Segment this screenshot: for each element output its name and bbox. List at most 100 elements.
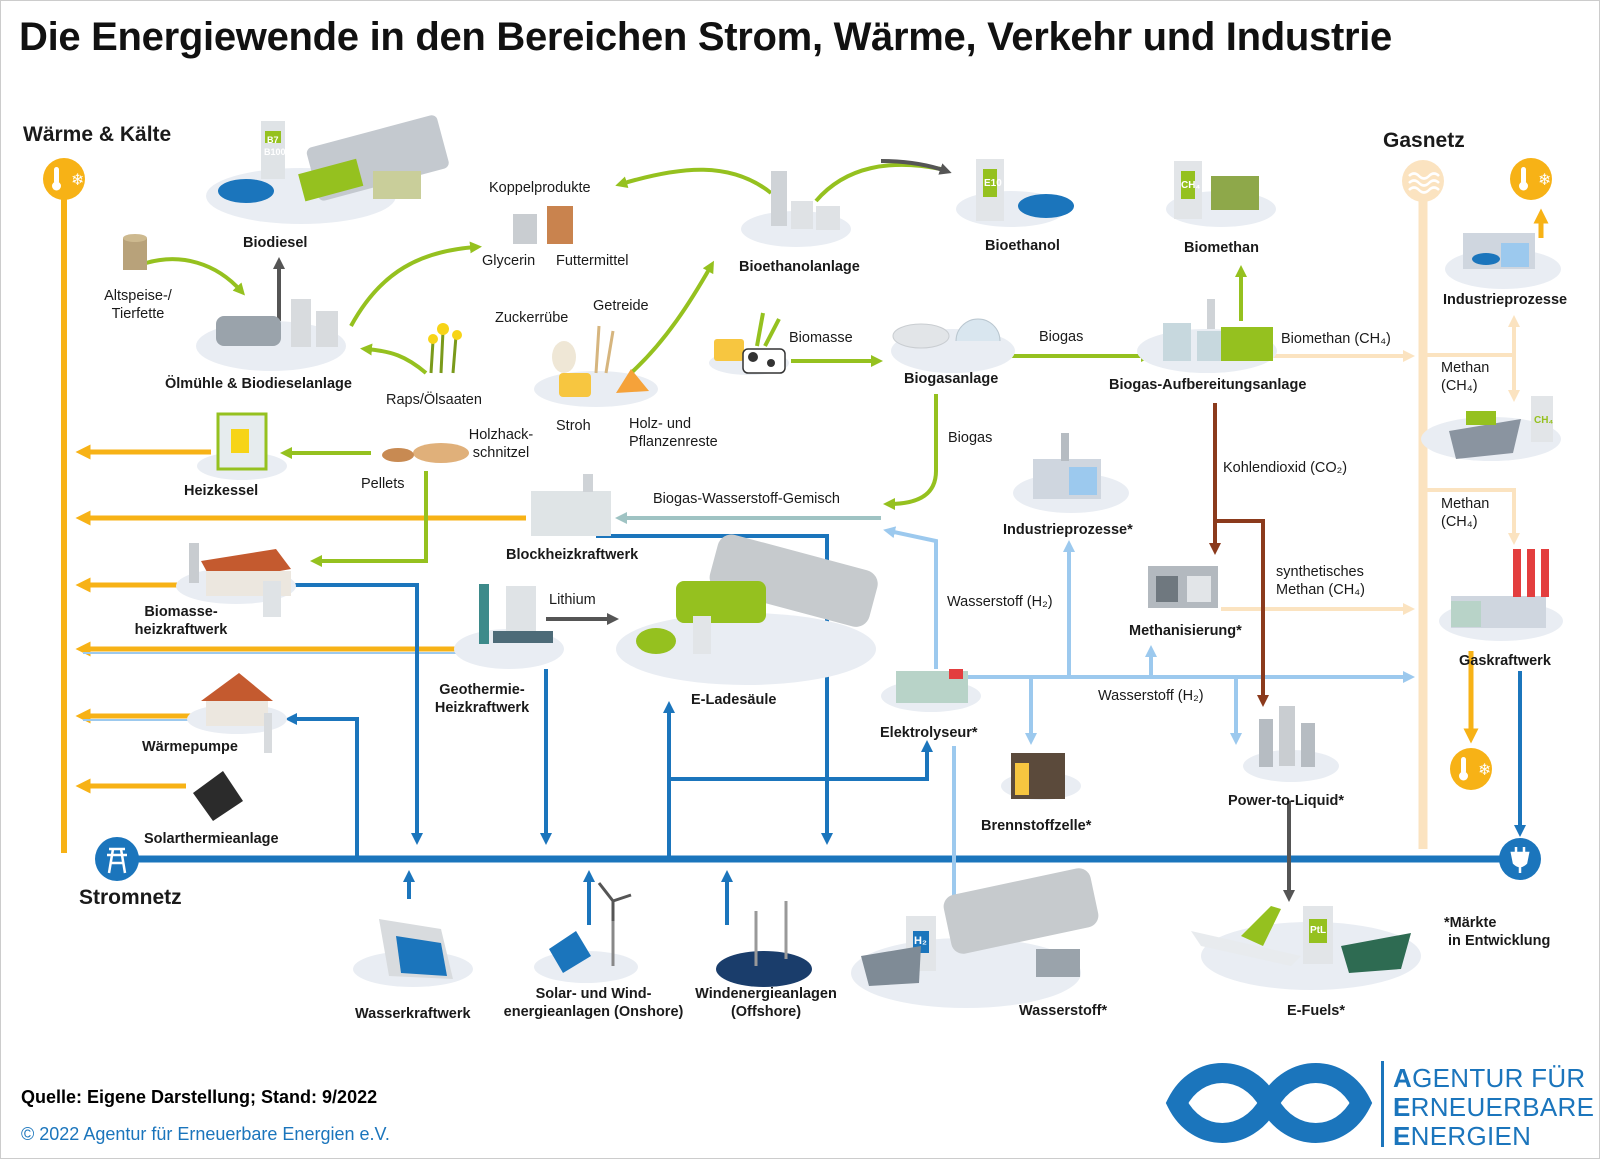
biogasanlage-illustration bbox=[891, 318, 1015, 373]
label-oelmuehle: Ölmühle & Biodieselanlage bbox=[165, 376, 352, 392]
arrow-power-elektrolyseur bbox=[669, 740, 933, 781]
label-gaskraftwerk: Gaskraftwerk bbox=[1459, 653, 1551, 669]
label-koppelprodukte: Koppelprodukte bbox=[489, 180, 591, 196]
label-solarthermie: Solarthermieanlage bbox=[144, 831, 279, 847]
gas-arrows bbox=[1221, 315, 1520, 615]
heat-cold-icon: ❄ bbox=[1450, 748, 1492, 790]
label-waermepumpe: Wärmepumpe bbox=[142, 739, 238, 755]
arrow-h2-bhkw bbox=[883, 526, 938, 669]
label-methanisierung: Methanisierung* bbox=[1129, 623, 1242, 639]
wasserstoff-sink-illustration bbox=[851, 868, 1099, 1008]
bhkw-illustration bbox=[531, 474, 611, 536]
label-ptl-pump: PtL bbox=[1310, 925, 1327, 936]
arrow-biogas-bhkw bbox=[883, 394, 938, 510]
raps-plant-icon bbox=[428, 323, 462, 374]
arrow-bioethanolanlage-bioethanol bbox=[880, 159, 952, 175]
label-maerkte: *Märkte in Entwicklung bbox=[1444, 915, 1551, 949]
label-efuels: E-Fuels* bbox=[1287, 1003, 1346, 1019]
ship-ch4-illustration bbox=[1421, 396, 1561, 461]
biomass-arrows bbox=[145, 167, 1247, 567]
arrow-raps-oelmuehle bbox=[360, 343, 428, 375]
arrow-oelmuehle-glycerin bbox=[349, 241, 482, 327]
solarthermie-illustration bbox=[193, 771, 243, 821]
gas-network-icon bbox=[1402, 160, 1444, 202]
label-bioethanolanlage: Bioethanolanlage bbox=[739, 259, 860, 275]
section-label-heat: Wärme & Kälte bbox=[23, 123, 172, 146]
onshore-illustration bbox=[534, 882, 638, 983]
biodiesel-illustration bbox=[206, 115, 449, 224]
label-holzhack: Holzhack-schnitzel bbox=[468, 427, 534, 461]
label-b7: B7 bbox=[267, 135, 279, 145]
label-methan-1: Methan(CH₄) bbox=[1441, 360, 1490, 394]
label-wasserkraftwerk: Wasserkraftwerk bbox=[355, 1006, 471, 1022]
label-biodiesel: Biodiesel bbox=[243, 235, 308, 251]
label-wasserstoff-sink: Wasserstoff* bbox=[1019, 1003, 1108, 1019]
svg-text:❄: ❄ bbox=[1478, 760, 1491, 779]
label-pellets: Pellets bbox=[361, 476, 405, 492]
arrow-altspeise-oelmuehle bbox=[145, 257, 245, 296]
label-elektrolyseur: Elektrolyseur* bbox=[880, 725, 978, 741]
label-biogas-1: Biogas bbox=[1039, 329, 1084, 345]
arrow-co2-ptl bbox=[1215, 519, 1269, 707]
heat-cold-icon: ❄ bbox=[1510, 158, 1552, 200]
arrow-rohstoffe-bioethanol bbox=[629, 260, 714, 375]
label-altspeise: Altspeise-/Tierfette bbox=[104, 288, 172, 322]
arrow-holzhack-biomassehkw bbox=[310, 471, 428, 567]
label-heizkessel: Heizkessel bbox=[184, 483, 259, 499]
label-brennstoffzelle: Brennstoffzelle* bbox=[981, 818, 1092, 834]
power-to-liquid-illustration bbox=[1243, 706, 1339, 782]
hydrogen-arrows bbox=[883, 526, 1415, 912]
industrie-h2-illustration bbox=[1013, 433, 1129, 513]
label-e10: E10 bbox=[984, 178, 1002, 189]
label-e-ladesaeule: E-Ladesäule bbox=[691, 692, 777, 708]
label-biomasse-hkw: Biomasse-heizkraftwerk bbox=[134, 604, 228, 638]
label-zuckerruebe: Zuckerrübe bbox=[495, 310, 569, 326]
label-stroh: Stroh bbox=[556, 418, 591, 434]
svg-text:❄: ❄ bbox=[71, 170, 84, 189]
plug-icon bbox=[1499, 838, 1541, 880]
footer-source: Quelle: Eigene Darstellung; Stand: 9/202… bbox=[21, 1087, 378, 1107]
section-label-power: Stromnetz bbox=[79, 886, 182, 909]
label-h2-pump: H₂ bbox=[914, 935, 927, 947]
crops-illustration bbox=[534, 325, 658, 407]
label-power-to-liquid: Power-to-Liquid* bbox=[1228, 793, 1344, 809]
gaskraftwerk-illustration bbox=[1439, 549, 1563, 641]
geothermie-illustration bbox=[454, 584, 564, 669]
label-wasserstoff-1: Wasserstoff (H₂) bbox=[947, 594, 1053, 610]
oelmuehle-illustration bbox=[196, 299, 346, 371]
label-industrieprozesse-h2: Industrieprozesse* bbox=[1003, 522, 1133, 538]
bioethanolanlage-illustration bbox=[741, 171, 851, 247]
arrow-bioethanol-koppelprodukte bbox=[615, 167, 773, 195]
altspeise-barrel-icon bbox=[123, 234, 147, 270]
holzhack-pellets-icon bbox=[382, 443, 469, 463]
biomasse-hkw-illustration bbox=[176, 543, 296, 617]
label-biogas-2: Biogas bbox=[948, 430, 993, 446]
label-raps: Raps/Ölsaaten bbox=[386, 392, 482, 408]
efuels-illustration bbox=[1191, 906, 1421, 990]
bioethanol-illustration bbox=[956, 159, 1074, 227]
label-biogasanlage: Biogasanlage bbox=[904, 371, 999, 387]
biomethan-illustration bbox=[1166, 161, 1276, 227]
arrow-biomassehkw-power bbox=[291, 583, 423, 845]
heat-cold-icon: ❄ bbox=[43, 158, 85, 200]
label-lithium: Lithium bbox=[549, 592, 596, 608]
label-bioethanol: Bioethanol bbox=[985, 238, 1060, 254]
svg-text:❄: ❄ bbox=[1538, 170, 1551, 189]
label-futtermittel: Futtermittel bbox=[556, 253, 629, 269]
label-ch4-ship: CH₄ bbox=[1534, 415, 1554, 426]
label-biomethan: Biomethan bbox=[1184, 240, 1259, 256]
brennstoffzelle-illustration bbox=[1001, 753, 1081, 800]
industrie-gas-illustration bbox=[1445, 233, 1561, 289]
arrow-gas-gaskraftwerk bbox=[1427, 488, 1520, 545]
agentur-logo-text: AGENTUR FÜR ERNEUERBARE ENERGIEN bbox=[1393, 1063, 1595, 1151]
label-biomasse: Biomasse bbox=[789, 330, 853, 346]
biomasse-cow-illustration bbox=[709, 312, 789, 375]
label-wasserstoff-2: Wasserstoff (H₂) bbox=[1098, 688, 1204, 704]
label-onshore: Solar- und Wind-energieanlagen (Onshore) bbox=[503, 986, 684, 1020]
page-title: Die Energiewende in den Bereichen Strom,… bbox=[19, 15, 1392, 59]
label-industrieprozesse-gas: Industrieprozesse bbox=[1443, 292, 1568, 308]
label-geothermie: Geothermie-Heizkraftwerk bbox=[434, 682, 530, 716]
offshore-illustration bbox=[716, 901, 812, 987]
